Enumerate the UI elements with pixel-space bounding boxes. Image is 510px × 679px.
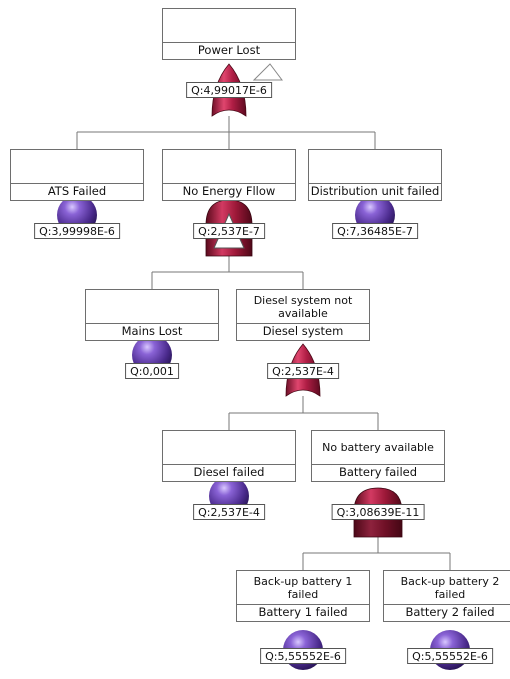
event-description xyxy=(163,431,295,464)
event-description xyxy=(163,9,295,42)
probability-label: Q:3,08639E-11 xyxy=(331,504,425,520)
event-ats-failed[interactable]: ATS Failed xyxy=(10,149,144,201)
event-name: Diesel system xyxy=(237,323,369,340)
event-diesel-system[interactable]: Diesel system not available Diesel syste… xyxy=(236,289,370,341)
probability-label: Q:2,537E-4 xyxy=(267,363,339,379)
probability-label: Q:5,55552E-6 xyxy=(260,648,346,664)
probability-label: Q:0,001 xyxy=(125,363,179,379)
event-name: Distribution unit failed xyxy=(309,183,441,198)
event-battery-failed[interactable]: No battery available Battery failed xyxy=(311,430,445,482)
event-description: Diesel system not available xyxy=(253,293,353,320)
probability-label: Q:2,537E-7 xyxy=(193,223,265,239)
event-battery-1-failed[interactable]: Back-up battery 1 failed Battery 1 faile… xyxy=(236,570,370,622)
event-description: Back-up battery 2 failed xyxy=(400,574,500,601)
event-name: Mains Lost xyxy=(86,323,218,340)
event-no-energy-flow[interactable]: No Energy Fllow xyxy=(162,149,296,201)
event-name: Diesel failed xyxy=(163,464,295,481)
event-power-lost[interactable]: Power Lost xyxy=(162,8,296,60)
probability-label: Q:2,537E-4 xyxy=(193,504,265,520)
probability-label: Q:3,99998E-6 xyxy=(34,223,120,239)
event-description: Back-up battery 1 failed xyxy=(253,574,353,601)
event-description xyxy=(309,150,441,183)
event-distribution-unit-failed[interactable]: Distribution unit failed xyxy=(308,149,442,201)
event-battery-2-failed[interactable]: Back-up battery 2 failed Battery 2 faile… xyxy=(383,570,510,622)
probability-label: Q:5,55552E-6 xyxy=(407,648,493,664)
event-name: Battery 2 failed xyxy=(384,604,510,621)
connector-lines xyxy=(76,116,451,570)
event-name: Battery 1 failed xyxy=(237,604,369,621)
transfer-triangle-icon xyxy=(252,63,283,81)
event-description xyxy=(163,150,295,183)
event-description xyxy=(86,290,218,323)
probability-label: Q:7,36485E-7 xyxy=(332,223,418,239)
probability-label: Q:4,99017E-6 xyxy=(186,82,272,98)
event-description: No battery available xyxy=(322,441,434,454)
event-name: ATS Failed xyxy=(11,183,143,200)
event-name: Power Lost xyxy=(163,42,295,59)
event-name: No Energy Fllow xyxy=(163,183,295,200)
event-description xyxy=(11,150,143,183)
event-diesel-failed[interactable]: Diesel failed xyxy=(162,430,296,482)
event-name: Battery failed xyxy=(312,464,444,481)
event-mains-lost[interactable]: Mains Lost xyxy=(85,289,219,341)
